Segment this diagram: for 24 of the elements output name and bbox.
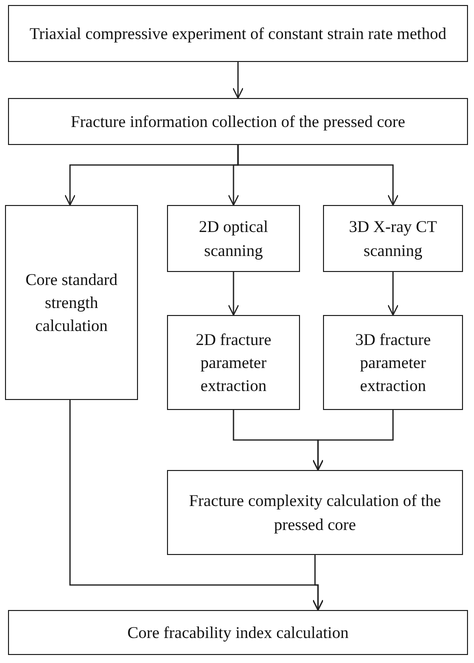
box-label: Triaxial compressive experiment of constant strain rate method (30, 22, 446, 45)
process-box (8, 98, 468, 145)
process-box (167, 470, 463, 555)
arrow (237, 145, 399, 206)
box-label: 2D fracture parameter extraction (194, 328, 272, 398)
box-label: Fracture complexity calculation of the pressed core (188, 490, 442, 536)
arrow (387, 272, 399, 316)
process-box (5, 205, 138, 400)
box-label: 2D optical scanning (198, 216, 270, 262)
arrow (228, 272, 240, 316)
process-box (8, 610, 468, 655)
box-label: 3D fracture parameter extraction (354, 328, 432, 398)
arrow (312, 410, 394, 471)
box-label: Fracture information collection of the pressed core (70, 110, 406, 133)
box-label: Core fracability index calculation (127, 622, 349, 644)
box-label: 3D X-ray CT scanning (348, 216, 438, 262)
arrow (312, 555, 324, 611)
process-box (323, 315, 463, 410)
process-box (8, 5, 468, 62)
box-label: Core standard strength calculation (24, 268, 119, 338)
process-box (323, 205, 463, 272)
process-box (167, 315, 300, 410)
arrow (232, 62, 244, 99)
process-box (167, 205, 300, 272)
